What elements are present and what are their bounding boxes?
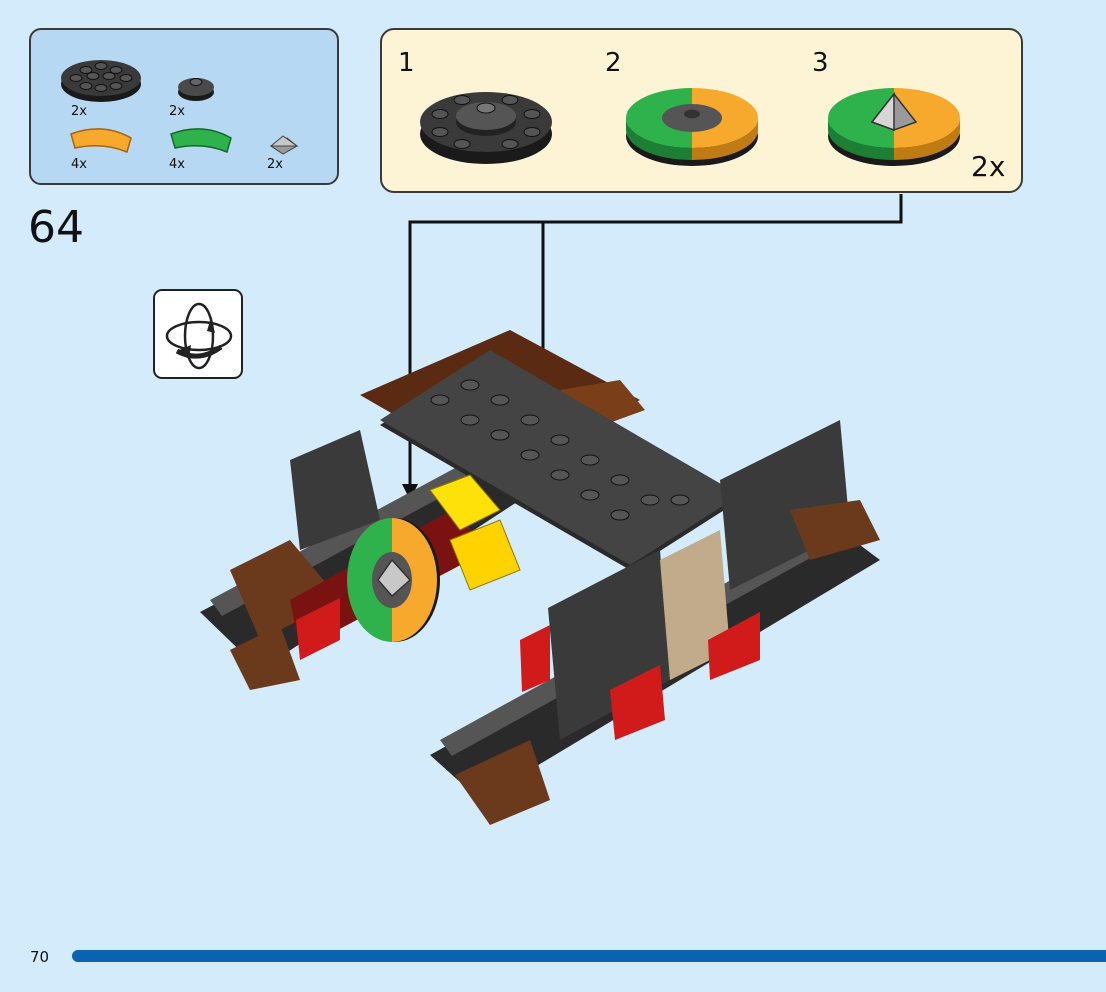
black-round-plate-part <box>61 60 141 102</box>
silver-pyramid-tile-part <box>269 135 299 155</box>
part-qty-gray-plate: 2x <box>169 104 185 119</box>
part-qty-black-plate: 2x <box>71 104 87 119</box>
substep-3-assembly <box>828 88 960 166</box>
page-footer-bar <box>72 950 1106 962</box>
green-curved-tile-part <box>170 128 232 154</box>
substep-number-2: 2 <box>605 48 622 78</box>
gray-round-plate-part <box>178 78 214 101</box>
black-plate-deck <box>380 350 740 570</box>
part-qty-green-tile: 4x <box>169 157 185 172</box>
submodel-callout: 1 2 3 <box>380 28 1023 193</box>
part-qty-orange-tile: 4x <box>71 157 87 172</box>
rotate-model-icon <box>153 289 243 379</box>
submodel-multiplier: 2x <box>971 150 1006 183</box>
parts-illustrations <box>61 60 299 155</box>
page-number: 70 <box>30 948 50 966</box>
right-pontoon <box>430 420 880 825</box>
submodel-illustrations <box>420 88 960 166</box>
yellow-slope-bricks <box>429 474 521 591</box>
parts-list-callout: 2x 2x 4x 4x 2x <box>29 28 339 185</box>
orange-curved-tile-part <box>70 128 132 154</box>
arrow-head-left <box>402 484 418 500</box>
substep-number-3: 3 <box>812 48 829 78</box>
rotate-arrows-icon <box>165 302 233 370</box>
substep-number-1: 1 <box>398 48 415 78</box>
substep-1-assembly <box>420 92 552 164</box>
part-qty-pyramid-tile: 2x <box>267 157 283 172</box>
step-number: 64 <box>28 202 84 253</box>
front-wheel-assembly <box>347 518 440 642</box>
substep-2-assembly <box>626 88 758 166</box>
